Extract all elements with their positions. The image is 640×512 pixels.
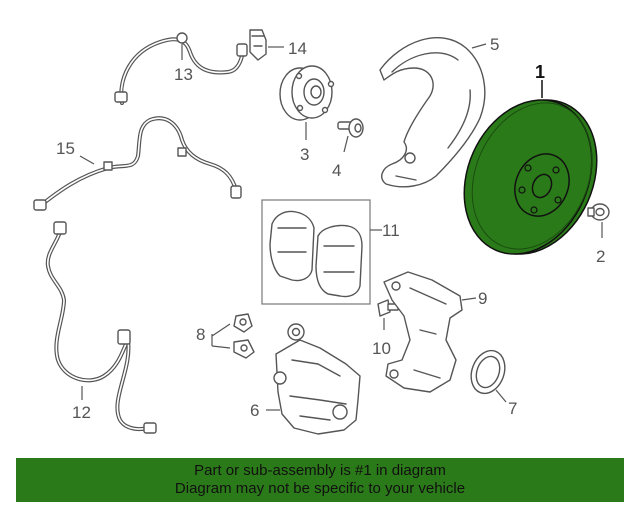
callout-15: 15 <box>56 139 75 158</box>
banner-line-1: Part or sub-assembly is #1 in diagram <box>194 462 446 479</box>
callout-4: 4 <box>332 161 341 180</box>
part-12-sensor-wire[interactable] <box>45 221 157 434</box>
part-11-brake-pads[interactable] <box>269 210 363 298</box>
info-banner: Part or sub-assembly is #1 in diagram Di… <box>16 458 624 502</box>
brake-parts-diagram: 13 14 3 4 5 <box>33 29 621 435</box>
part-14-bracket[interactable] <box>249 29 267 61</box>
part-11-box <box>261 199 371 305</box>
callout-1: 1 <box>535 62 545 82</box>
part-1-brake-rotor[interactable] <box>441 80 621 275</box>
callout-11: 11 <box>382 221 400 240</box>
part-13-sensor-wire[interactable] <box>114 32 248 105</box>
part-8-fittings[interactable] <box>233 313 255 359</box>
callout-10: 10 <box>372 339 391 358</box>
callout-13: 13 <box>174 65 193 84</box>
part-5-splash-shield[interactable] <box>379 37 486 188</box>
callout-6: 6 <box>250 401 259 420</box>
part-2-rotor-screw[interactable] <box>587 203 610 221</box>
part-15-sensor-wire[interactable] <box>33 116 242 211</box>
callout-8: 8 <box>196 325 205 344</box>
callout-9: 9 <box>478 289 487 308</box>
part-9-caliper-carrier[interactable] <box>383 271 463 393</box>
callout-12: 12 <box>72 403 91 422</box>
part-4-hub-bolt[interactable] <box>337 118 364 138</box>
callout-3: 3 <box>300 145 309 164</box>
callout-14: 14 <box>288 39 307 58</box>
part-6-brake-caliper[interactable] <box>273 323 361 435</box>
callout-2: 2 <box>596 247 605 266</box>
part-3-wheel-hub[interactable] <box>279 65 335 121</box>
part-7-seal-ring[interactable] <box>465 346 510 398</box>
callout-7: 7 <box>508 399 517 418</box>
callout-5: 5 <box>490 35 499 54</box>
banner-line-2: Diagram may not be specific to your vehi… <box>174 480 466 497</box>
